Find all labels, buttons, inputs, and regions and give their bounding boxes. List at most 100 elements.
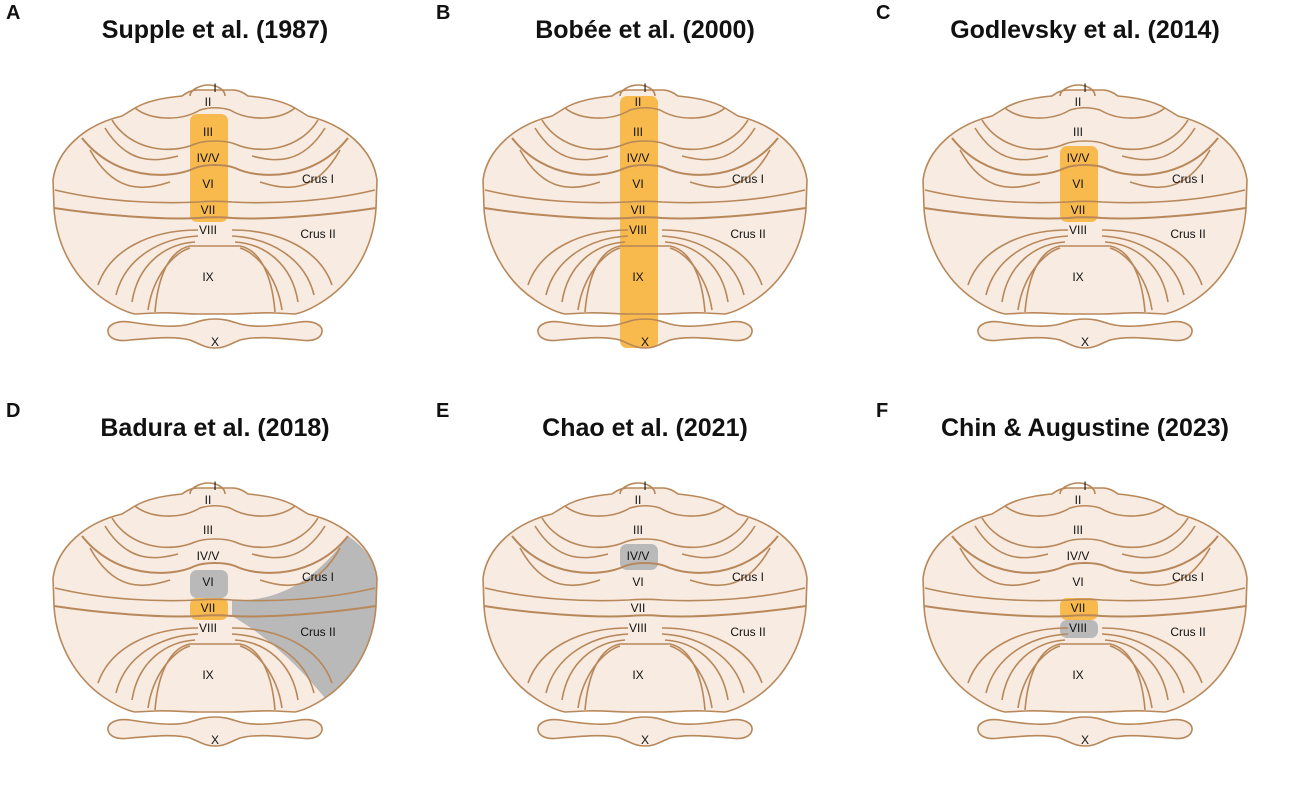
label-vii: VII [631,601,646,615]
label-ix: IX [1072,668,1083,682]
label-ix: IX [202,668,213,682]
panel-letter: D [6,400,21,422]
panel-letter: B [436,2,451,24]
label-crus1: Crus I [302,570,334,584]
label-viii: VIII [1069,223,1087,237]
label-viii: VIII [1069,621,1087,635]
label-ii: II [205,493,212,507]
panel-title: Supple et al. (1987) [101,16,329,44]
highlight-crus-region [232,536,377,698]
label-crus2: Crus II [1170,227,1205,241]
label-ii: II [635,95,642,109]
label-vii: VII [1071,601,1086,615]
label-ix: IX [202,270,213,284]
label-iii: III [1073,523,1083,537]
label-i: I [213,479,216,493]
label-iii: III [203,523,213,537]
label-crus1: Crus I [732,570,764,584]
panel-title: Chin & Augustine (2023) [941,414,1229,442]
label-crus2: Crus II [300,227,335,241]
label-i: I [213,81,216,95]
label-vi: VI [632,575,643,589]
label-crus2: Crus II [730,227,765,241]
label-vi: VI [1072,575,1083,589]
label-iii: III [203,125,213,139]
label-crus2: Crus II [1170,625,1205,639]
panel-letter: C [876,2,891,24]
label-ii: II [205,95,212,109]
label-iv-v: IV/V [627,549,650,563]
cerebellum-outline [482,84,808,349]
label-i: I [1083,81,1086,95]
label-vi: VI [202,575,213,589]
label-vii: VII [631,203,646,217]
highlight-gray [190,570,228,598]
label-vii: VII [201,203,216,217]
label-iii: III [633,523,643,537]
label-x: X [211,335,219,349]
label-ii: II [1075,95,1082,109]
highlight-gray [1060,620,1098,638]
label-vi: VI [1072,177,1083,191]
label-crus1: Crus I [302,172,334,186]
label-ix: IX [1072,270,1083,284]
label-i: I [1083,479,1086,493]
label-iv-v: IV/V [1067,151,1090,165]
label-x: X [1081,733,1089,747]
label-i: I [643,479,646,493]
cerebellum-outline [52,84,378,349]
label-ii: II [635,493,642,507]
label-x: X [641,733,649,747]
highlight-orange [620,96,658,348]
label-vii: VII [1071,203,1086,217]
label-i: I [643,81,646,95]
label-iv-v: IV/V [1067,549,1090,563]
label-crus1: Crus I [1172,570,1204,584]
panel-title: Godlevsky et al. (2014) [950,16,1220,44]
label-iv-v: IV/V [197,151,220,165]
label-crus1: Crus I [1172,172,1204,186]
label-x: X [1081,335,1089,349]
cerebellum-outline [922,84,1248,349]
cerebellum-outline [52,482,378,747]
label-crus1: Crus I [732,172,764,186]
label-viii: VIII [199,621,217,635]
panel-letter: E [436,400,450,422]
panel-title: Chao et al. (2021) [542,414,748,442]
label-viii: VIII [199,223,217,237]
label-crus2: Crus II [300,625,335,639]
label-vi: VI [632,177,643,191]
panel-title: Badura et al. (2018) [100,414,330,442]
cerebellum-outline [922,482,1248,747]
label-crus2: Crus II [730,625,765,639]
panel-letter: F [876,400,889,422]
label-viii: VIII [629,621,647,635]
label-ix: IX [632,270,643,284]
label-ii: II [1075,493,1082,507]
panel-title: Bobée et al. (2000) [535,16,755,44]
cerebellum-outline [482,482,808,747]
label-vii: VII [201,601,216,615]
label-x: X [211,733,219,747]
label-iii: III [1073,125,1083,139]
panel-letter: A [6,2,21,24]
label-x: X [641,335,649,349]
